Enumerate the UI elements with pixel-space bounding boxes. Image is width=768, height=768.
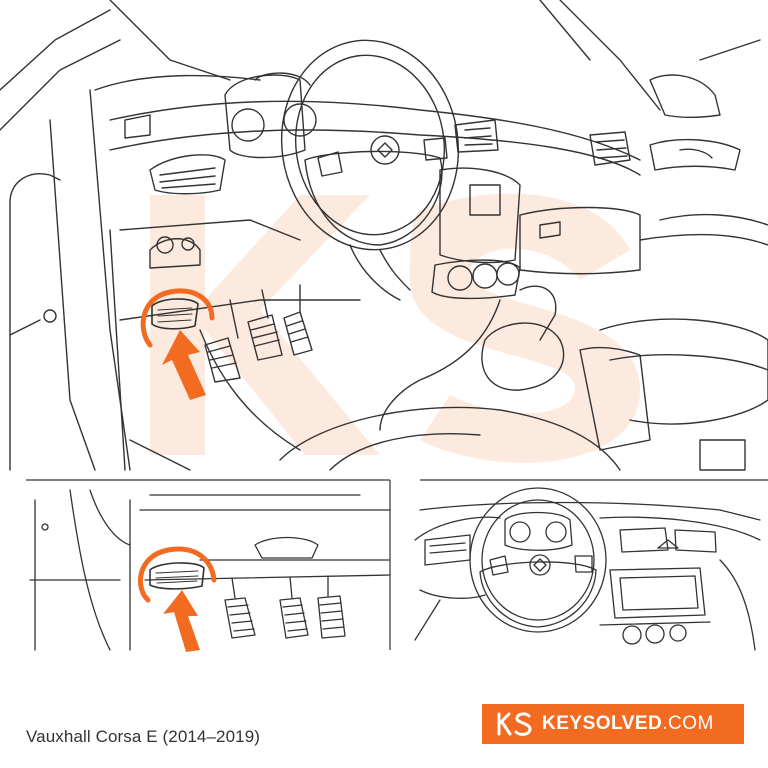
arrow-up-icon	[163, 590, 200, 652]
ks-watermark-icon	[150, 193, 640, 463]
brand-suffix: .COM	[662, 713, 714, 734]
obd-port-icon	[140, 288, 215, 348]
vehicle-caption: Vauxhall Corsa E (2014–2019)	[26, 727, 261, 746]
ks-logo-icon	[497, 712, 532, 736]
arrow-up-icon	[162, 330, 206, 400]
keysolved-logo-banner[interactable]: KEYSOLVED.COM	[482, 704, 744, 744]
brand-wordmark: KEYSOLVED.COM	[542, 713, 714, 735]
brand-name: KEYSOLVED	[542, 713, 663, 734]
steering-wheel-icon	[469, 487, 607, 633]
obd-port-icon	[137, 546, 217, 603]
